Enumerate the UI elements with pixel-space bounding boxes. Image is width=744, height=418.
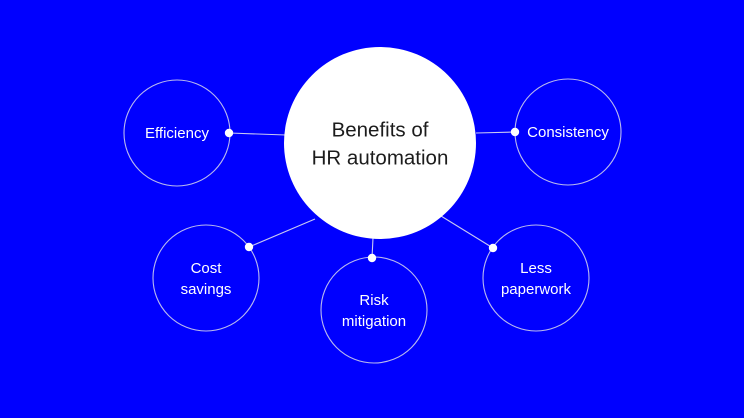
center-node[interactable]: Benefits of HR automation [284,47,476,239]
node-label-risk-mitigation-line1: Risk [359,292,389,309]
connector-line-consistency [475,131,516,134]
node-label-less-paperwork-line1: Less [520,260,552,277]
node-efficiency[interactable]: Efficiency [123,79,231,187]
node-cost-savings[interactable]: Cost savings [152,224,260,332]
connector-line-efficiency [228,132,287,136]
node-label-consistency: Consistency [527,124,609,141]
connector-dot-less-paperwork [488,243,498,253]
connector-dot-efficiency [224,128,234,138]
node-label-cost-savings-line1: Cost [191,260,223,277]
node-consistency[interactable]: Consistency [514,78,622,186]
node-label-cost-savings-line2: savings [181,281,232,298]
connector-line-cost-savings [248,218,316,248]
node-circle-risk-mitigation[interactable] [320,256,428,364]
connector-dot-risk-mitigation [367,253,377,263]
node-circle-cost-savings[interactable] [152,224,260,332]
node-label-efficiency: Efficiency [145,125,209,142]
center-node-label-line2: HR automation [312,146,449,169]
connector-dots-group [224,127,520,263]
node-less-paperwork[interactable]: Less paperwork [482,224,590,332]
connector-dot-consistency [510,127,520,137]
center-node-label-line1: Benefits of [332,118,429,141]
connector-dot-cost-savings [244,242,254,252]
node-label-less-paperwork-line2: paperwork [501,281,572,298]
connector-line-less-paperwork [440,215,494,249]
center-node-circle[interactable] [284,47,476,239]
node-label-risk-mitigation-line2: mitigation [342,313,406,330]
node-circle-less-paperwork[interactable] [482,224,590,332]
node-risk-mitigation[interactable]: Risk mitigation [320,256,428,364]
